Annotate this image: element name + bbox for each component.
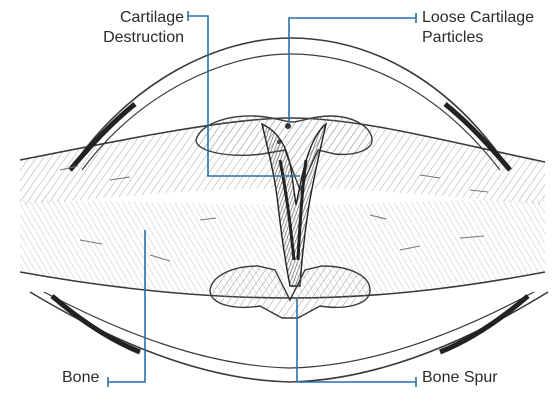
label-bone: Bone: [62, 368, 99, 388]
label-cartilage-destruction: Cartilage Destruction: [103, 8, 184, 48]
label-cartilage-destruction-line2: Destruction: [103, 28, 184, 48]
label-bone-spur: Bone Spur: [422, 368, 498, 388]
leader-lines: [108, 11, 416, 387]
leader-loose-particles: [289, 18, 416, 122]
label-loose-cartilage-particles: Loose Cartilage Particles: [422, 8, 534, 48]
label-loose-particles-line2: Particles: [422, 28, 534, 48]
label-cartilage-destruction-line1: Cartilage: [103, 8, 184, 28]
label-loose-particles-line1: Loose Cartilage: [422, 8, 534, 28]
leader-bone-spur: [297, 298, 416, 382]
